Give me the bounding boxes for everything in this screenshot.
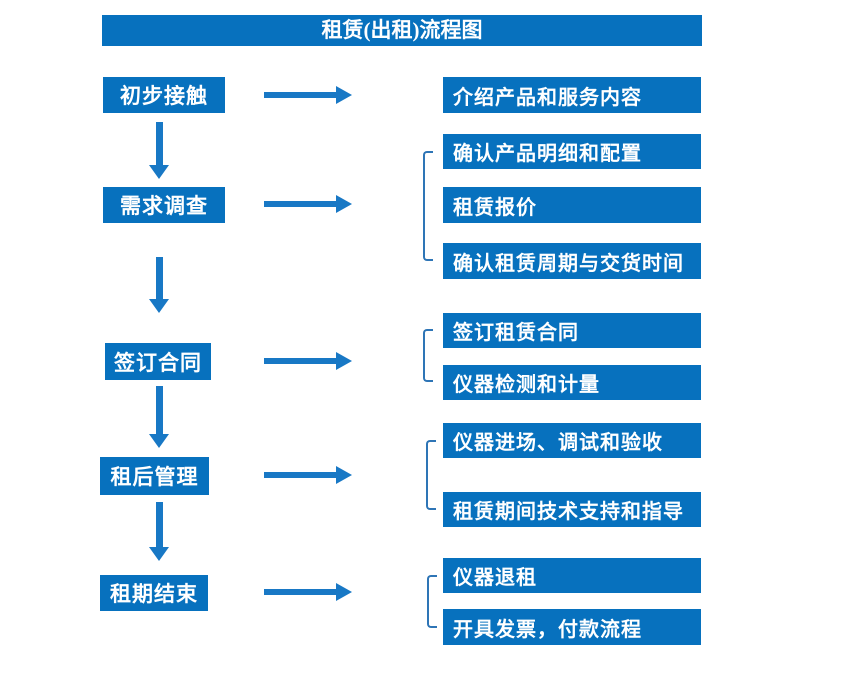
arrow-head bbox=[149, 434, 169, 448]
arrow-head bbox=[149, 299, 169, 313]
output-box: 确认租赁周期与交货时间 bbox=[443, 243, 701, 279]
arrow-head bbox=[336, 583, 352, 601]
output-box: 确认产品明细和配置 bbox=[443, 134, 701, 169]
arrow-head bbox=[336, 352, 352, 370]
group-bracket-lease-end bbox=[427, 575, 437, 628]
arrow-shaft bbox=[264, 589, 336, 595]
output-box: 签订租赁合同 bbox=[443, 313, 701, 348]
output-box: 介绍产品和服务内容 bbox=[443, 77, 701, 113]
arrow-shaft bbox=[264, 472, 336, 478]
arrow-right-icon bbox=[264, 86, 352, 104]
output-box: 开具发票，付款流程 bbox=[443, 609, 701, 645]
output-box: 仪器检测和计量 bbox=[443, 365, 701, 400]
flowchart-title: 租赁(出租)流程图 bbox=[102, 15, 702, 46]
group-bracket-contract-signing bbox=[423, 329, 433, 382]
arrow-shaft bbox=[155, 502, 163, 547]
arrow-down-icon bbox=[149, 386, 169, 448]
arrow-right-icon bbox=[264, 583, 352, 601]
arrow-shaft bbox=[264, 358, 336, 364]
output-box: 仪器进场、调试和验收 bbox=[443, 423, 701, 458]
arrow-down-icon bbox=[149, 502, 169, 561]
arrow-down-icon bbox=[149, 122, 169, 179]
arrow-shaft bbox=[264, 201, 336, 207]
arrow-shaft bbox=[155, 257, 163, 299]
arrow-head bbox=[336, 195, 352, 213]
output-box: 租赁报价 bbox=[443, 187, 701, 223]
group-bracket-needs-survey bbox=[423, 151, 433, 261]
output-box: 仪器退租 bbox=[443, 558, 701, 593]
stage-lease-end: 租期结束 bbox=[100, 575, 208, 611]
stage-needs-survey: 需求调查 bbox=[103, 187, 225, 223]
arrow-right-icon bbox=[264, 352, 352, 370]
arrow-head bbox=[336, 86, 352, 104]
arrow-head bbox=[149, 165, 169, 179]
stage-initial-contact: 初步接触 bbox=[103, 77, 225, 113]
arrow-shaft bbox=[264, 92, 336, 98]
arrow-down-icon bbox=[149, 257, 169, 313]
stage-contract-signing: 签订合同 bbox=[105, 343, 211, 380]
arrow-head bbox=[336, 466, 352, 484]
group-bracket-post-rental bbox=[426, 440, 436, 510]
arrow-shaft bbox=[155, 386, 163, 434]
stage-post-rental-management: 租后管理 bbox=[100, 457, 209, 495]
arrow-head bbox=[149, 547, 169, 561]
arrow-right-icon bbox=[264, 195, 352, 213]
arrow-shaft bbox=[155, 122, 163, 165]
output-box: 租赁期间技术支持和指导 bbox=[443, 492, 701, 527]
arrow-right-icon bbox=[264, 466, 352, 484]
